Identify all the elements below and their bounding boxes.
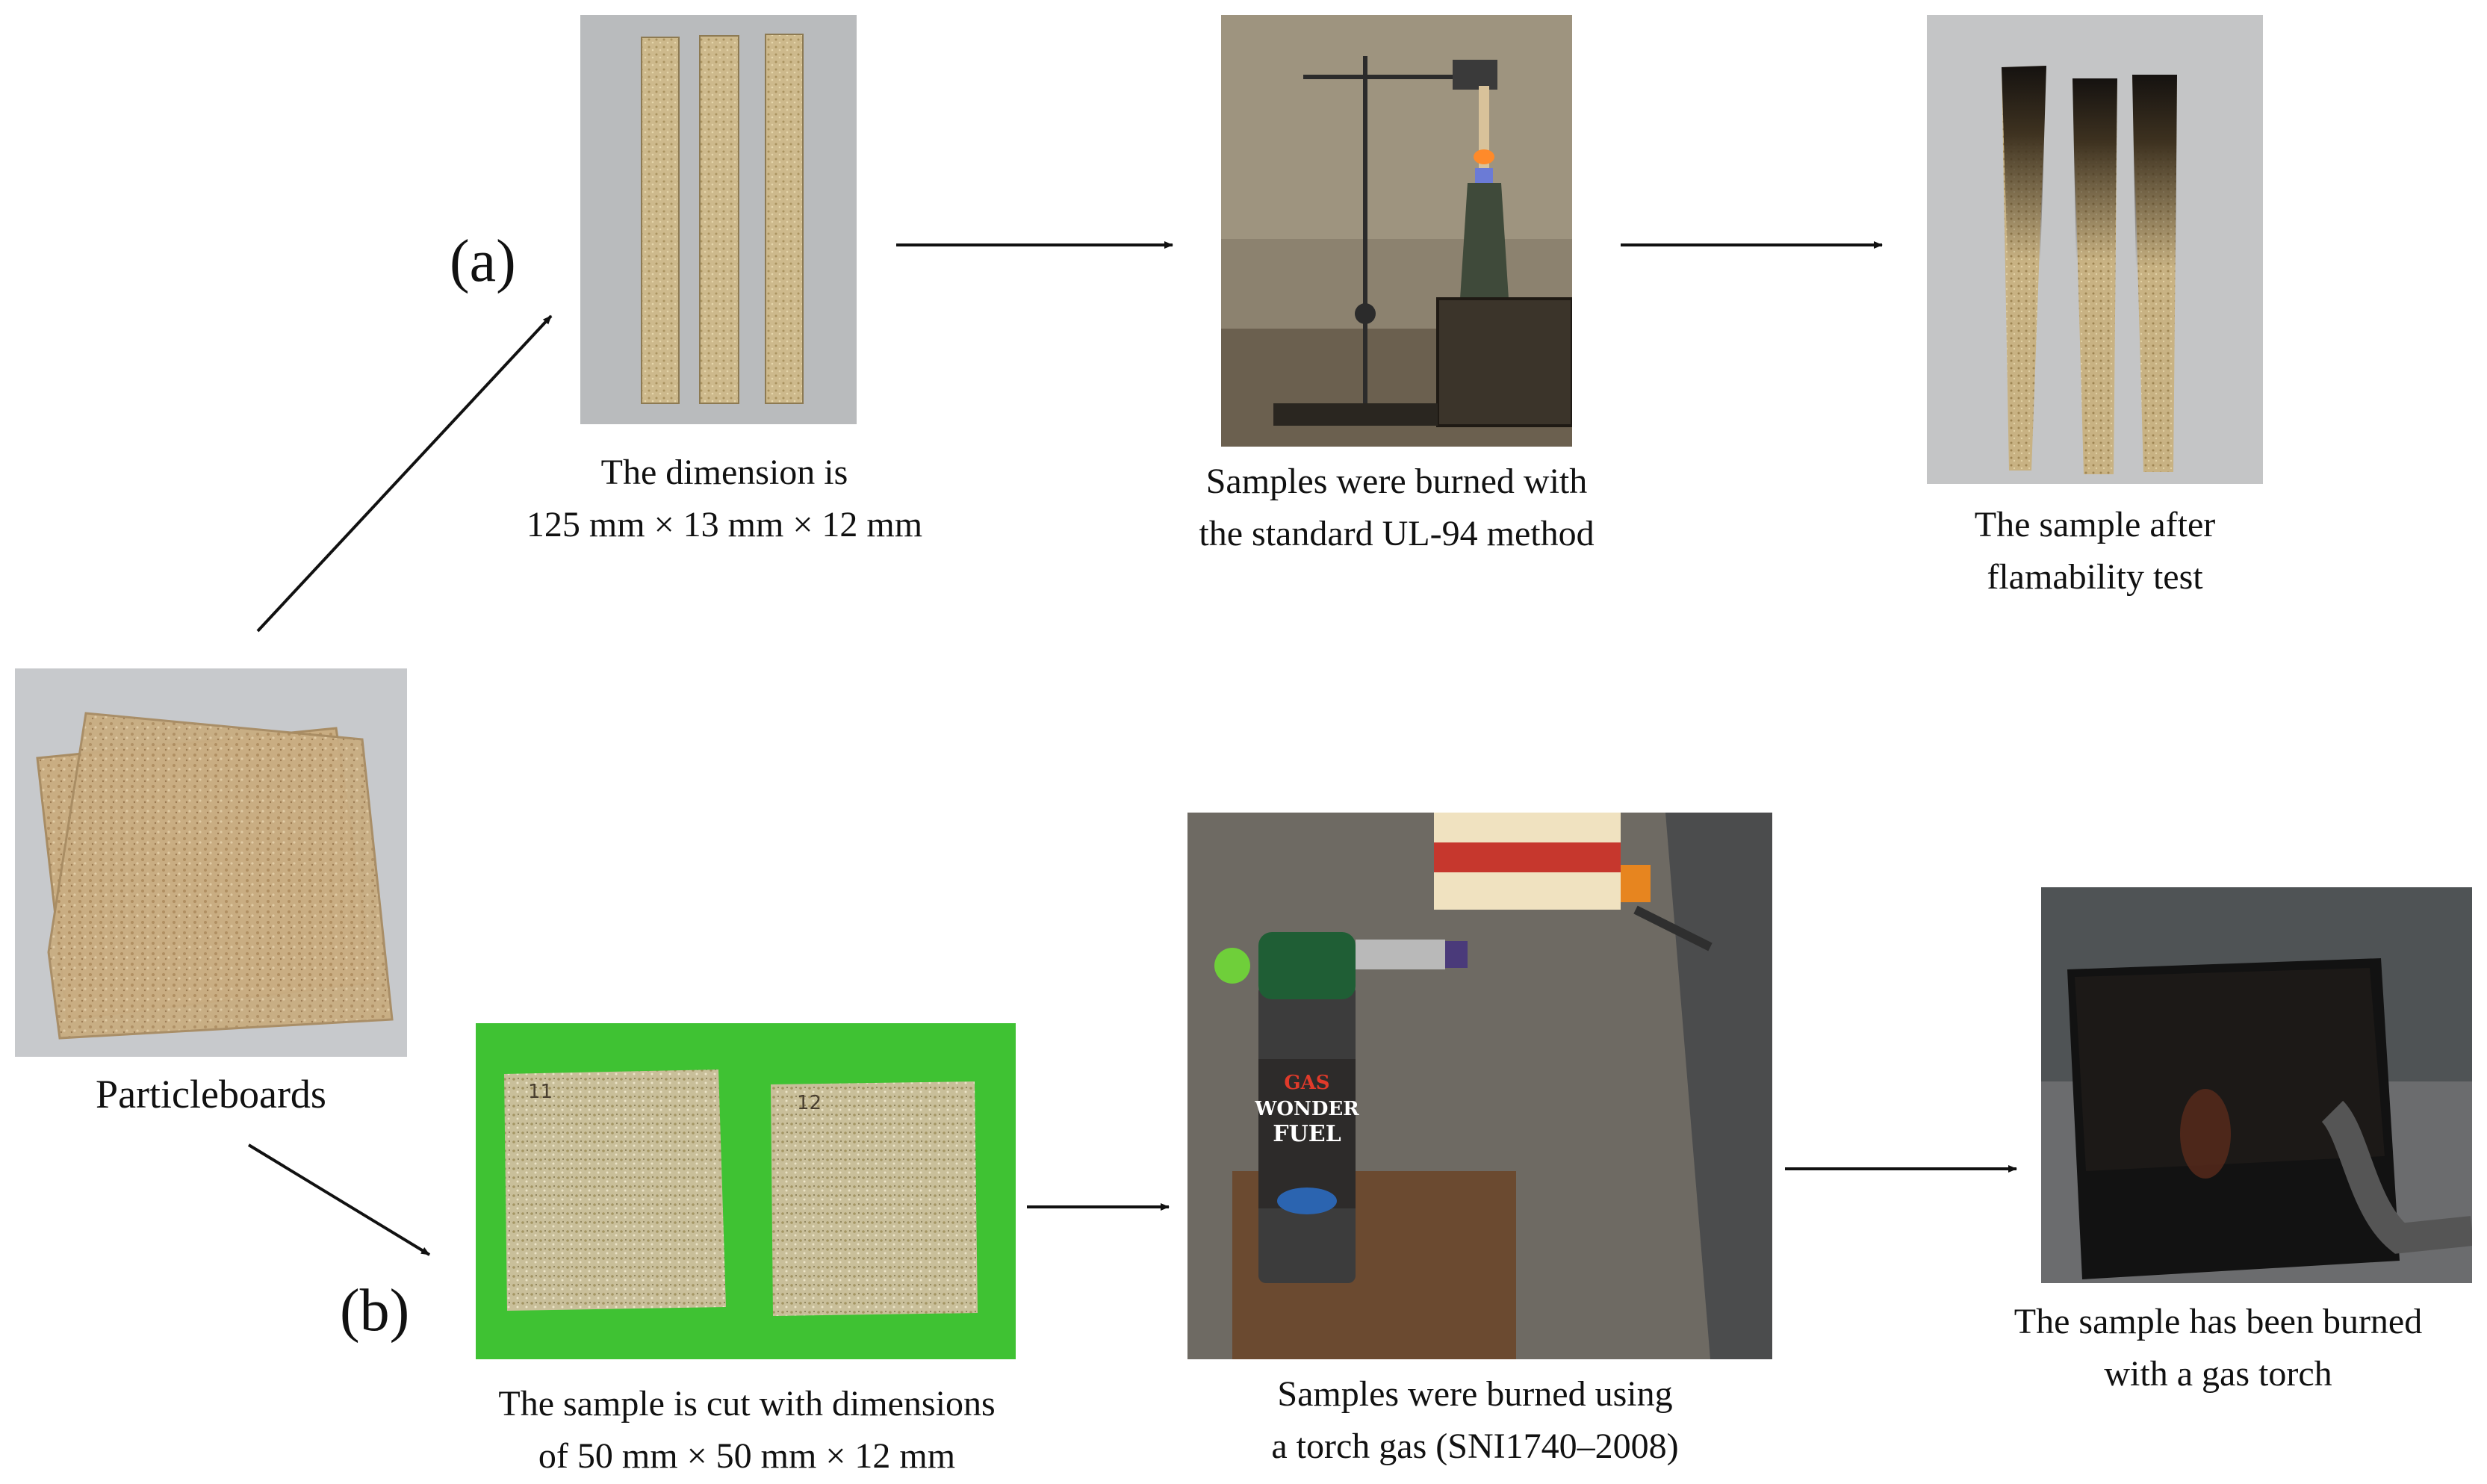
b-sample-mark-1: 11 bbox=[528, 1081, 553, 1103]
a-step3-caption: The sample after flamability test bbox=[1834, 499, 2356, 603]
label-b: (b) bbox=[340, 1278, 410, 1344]
a-step1-caption-line2: 125 mm × 13 mm × 12 mm bbox=[526, 505, 923, 544]
b-can-text-2: WONDER bbox=[1254, 1098, 1359, 1120]
a-step2-caption-line2: the standard UL-94 method bbox=[1199, 514, 1595, 553]
arrow-to-branch-a bbox=[256, 314, 553, 633]
a-step1-caption-line1: The dimension is bbox=[600, 453, 848, 492]
a-strips-photo bbox=[580, 15, 857, 424]
b-step3-caption-line1: The sample has been burned bbox=[2013, 1302, 2423, 1341]
b-sample-mark-2: 12 bbox=[797, 1092, 822, 1114]
a-step2-caption-line1: Samples were burned with bbox=[1205, 462, 1588, 501]
particleboards-caption: Particleboards bbox=[96, 1072, 326, 1117]
b-step2-caption-line1: Samples were burned using bbox=[1277, 1374, 1673, 1414]
b-can-text-3: FUEL bbox=[1273, 1121, 1341, 1147]
label-a: (a) bbox=[450, 229, 516, 294]
b-step1-caption: The sample is cut with dimensions of 50 … bbox=[418, 1378, 1075, 1483]
a-step3-caption-line2: flamability test bbox=[1987, 557, 2203, 597]
b-step3-caption-line2: with a gas torch bbox=[2104, 1354, 2332, 1394]
arrow-to-branch-b bbox=[247, 1143, 431, 1256]
b-can-text-1: GAS bbox=[1284, 1072, 1329, 1094]
particleboards-photo bbox=[15, 668, 407, 1057]
b-step1-caption-line2: of 50 mm × 50 mm × 12 mm bbox=[538, 1436, 956, 1476]
a-step2-caption: Samples were burned with the standard UL… bbox=[1135, 456, 1658, 560]
b-step1-caption-line1: The sample is cut with dimensions bbox=[498, 1384, 996, 1424]
b-square-samples-photo: 11 12 bbox=[476, 1023, 1016, 1359]
a-ul94-test-photo bbox=[1221, 15, 1572, 447]
a-burned-strips-photo bbox=[1927, 15, 2263, 484]
b-step2-caption: Samples were burned using a torch gas (S… bbox=[1139, 1368, 1811, 1473]
b-step2-caption-line2: a torch gas (SNI1740–2008) bbox=[1271, 1426, 1679, 1466]
a-step3-caption-line1: The sample after bbox=[1974, 505, 2216, 544]
b-burned-square-photo bbox=[2041, 887, 2472, 1283]
b-torch-gas-photo: GAS WONDER FUEL bbox=[1187, 813, 1772, 1359]
a-step1-caption: The dimension is 125 mm × 13 mm × 12 mm bbox=[463, 447, 986, 551]
b-step3-caption: The sample has been burned with a gas to… bbox=[1957, 1296, 2480, 1400]
